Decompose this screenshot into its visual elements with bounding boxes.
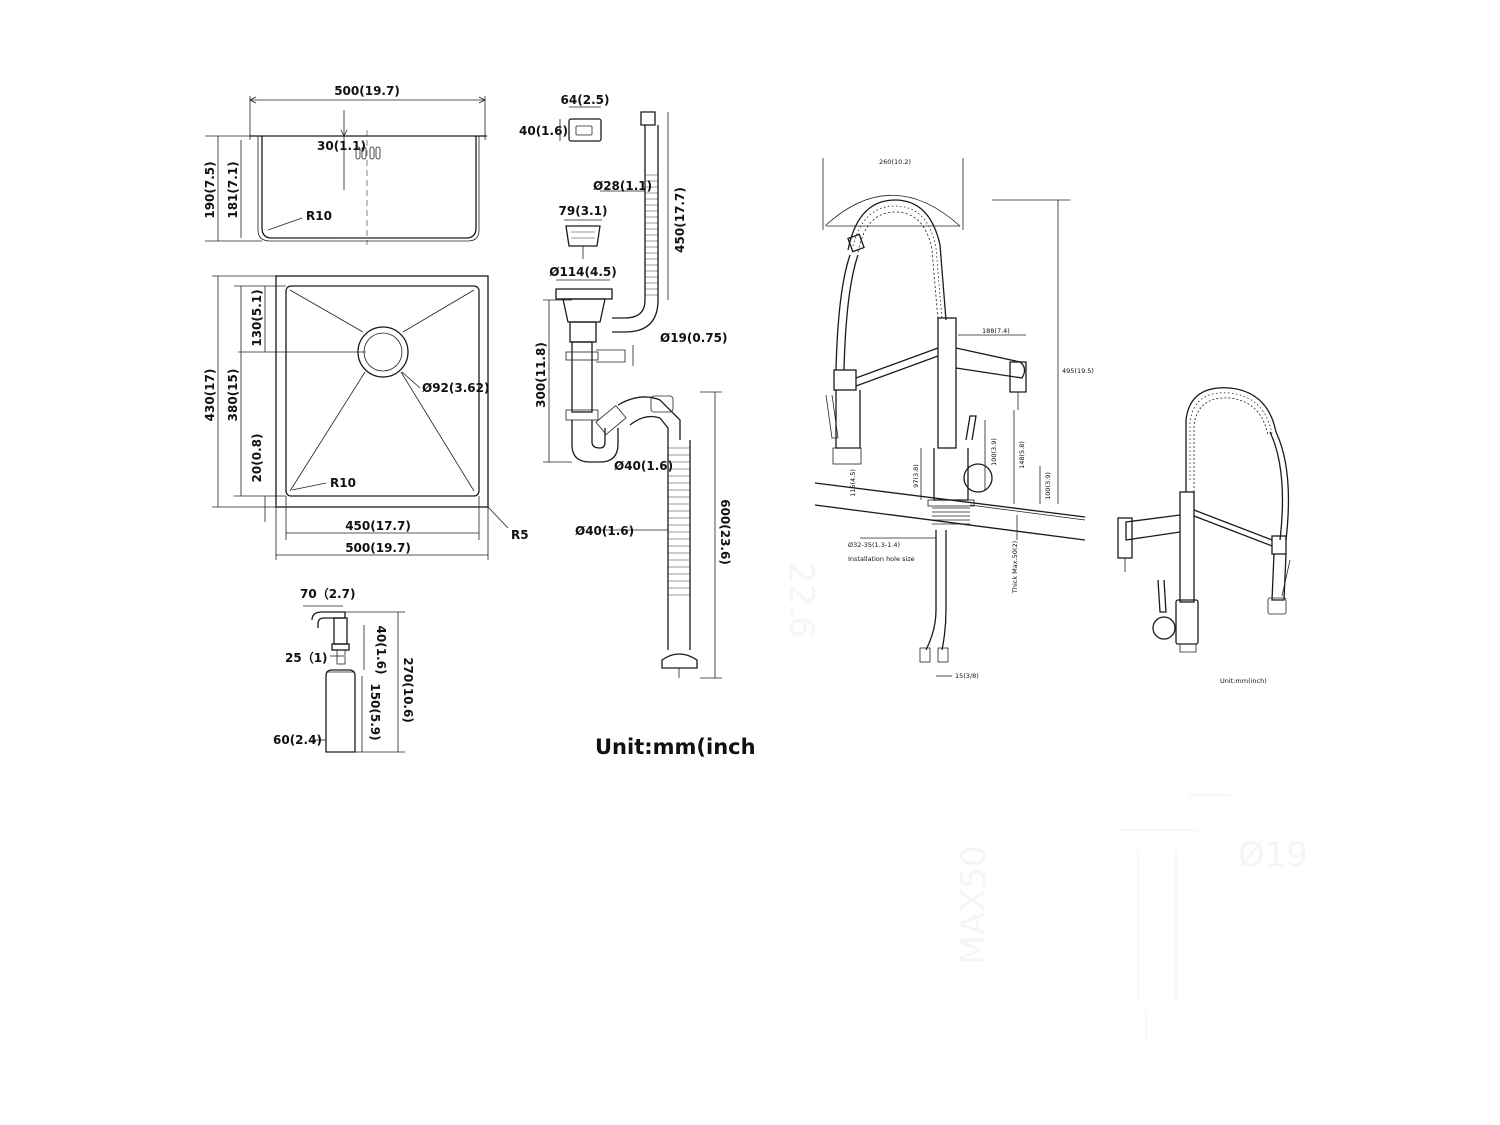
drain-assembly: 64(2.5) 40(1.6) Ø28(1.1) 450(17.7) 79(3.… [519,93,732,679]
flange-radius-label: R5 [511,528,529,542]
faucet-h-97-label: 97(3.8) [912,464,920,488]
sink-side-width-label: 500(19.7) [334,84,400,98]
inner-length-label: 380(15) [226,369,240,422]
svg-text:Ø19: Ø19 [1238,835,1308,875]
outer-length-label: 430(17) [203,369,217,422]
dispenser-bottle-label: 150(5.9) [368,683,382,740]
overflow-hose-dia-label: Ø28(1.1) [593,179,652,193]
overflow-h-label: 40(1.6) [519,124,568,138]
drain-offset-label: 130(5.1) [250,289,264,346]
corner-offset-label: 20(0.8) [250,434,264,483]
sink-depth-total-label: 190(7.5) [203,161,217,218]
overflow-hose-len-label: 450(17.7) [673,187,687,253]
sink-top-view: 430(17) 380(15) 130(5.1) 20(0.8) Ø92(3.6… [203,275,529,560]
overflow-slots-icon [355,146,381,160]
dispenser-total-label: 270(10.6) [401,657,415,723]
sink-side-view: 500(19.7) 30(1.1) 190(7.5) 181(7.1) R10 [203,84,487,245]
dispenser-dia-label: 60(2.4) [273,733,322,747]
overflow-cover-icon [568,118,602,142]
install-hole-caption: Installation hole size [848,555,915,563]
faucet-h-100a-label: 100(3.9) [990,438,998,466]
sink-depth-inner-label: 181(7.1) [226,161,240,218]
ghost-artifacts: MAX50 Ø19 22.6 [781,562,1308,1040]
overflow-w-label: 64(2.5) [561,93,610,107]
hose-thread-label: 15(3/8) [955,672,979,680]
side-inlet-label: Ø19(0.75) [660,331,727,345]
bottom-radius-label: R10 [330,476,356,490]
faucet-spout-reach-label: 188(7.4) [982,327,1010,335]
svg-text:22.6: 22.6 [781,562,821,638]
inner-width-label: 450(17.7) [345,519,411,533]
install-hole-label: Ø32-35(1.3-1.4) [848,541,900,549]
faucet-h-115-label: 115(4.5) [849,469,857,497]
trap-dia-label: Ø40(1.6) [614,459,673,473]
faucet-h-100b-label: 100(3.9) [1044,472,1052,500]
faucet-drawing: 260(10.2) 495(19.5) 18 [814,158,1094,680]
dispenser-neck-label: 25（1) [285,650,328,665]
trap-height-label: 300(11.8) [534,342,548,408]
outlet-dia-label: Ø40(1.6) [575,524,634,538]
side-radius-label: R10 [306,209,332,223]
faucet-illustration: Unit:mm(inch) [1117,387,1291,685]
dispenser-w-label: 70（2.7) [300,586,355,601]
unit-main-label: Unit:mm(inch [595,735,756,759]
outlet-len-label: 600(23.6) [718,499,732,565]
svg-text:MAX50: MAX50 [954,845,994,964]
outer-width-label: 500(19.7) [345,541,411,555]
overflow-offset-label: 30(1.1) [317,139,366,153]
strainer-flange-label: Ø114(4.5) [549,265,616,279]
drain-hole-inner [363,332,403,372]
faucet-spread-label: 260(10.2) [879,158,911,166]
drain-dia-label: Ø92(3.62) [422,381,489,395]
soap-dispenser: 70（2.7) 25（1) 40(1.6) 150(5.9) 270(10.6)… [273,586,415,753]
unit-faucet-label: Unit:mm(inch) [1220,677,1267,685]
faucet-height-label: 495(19.5) [1062,367,1094,375]
strainer-w-label: 79(3.1) [559,204,608,218]
dispenser-head-label: 40(1.6) [374,626,388,675]
strainer-basket-icon [565,225,601,247]
faucet-h-148-label: 148(5.8) [1018,441,1026,469]
thick-max-label: Thick Max.50(2) [1011,541,1019,594]
